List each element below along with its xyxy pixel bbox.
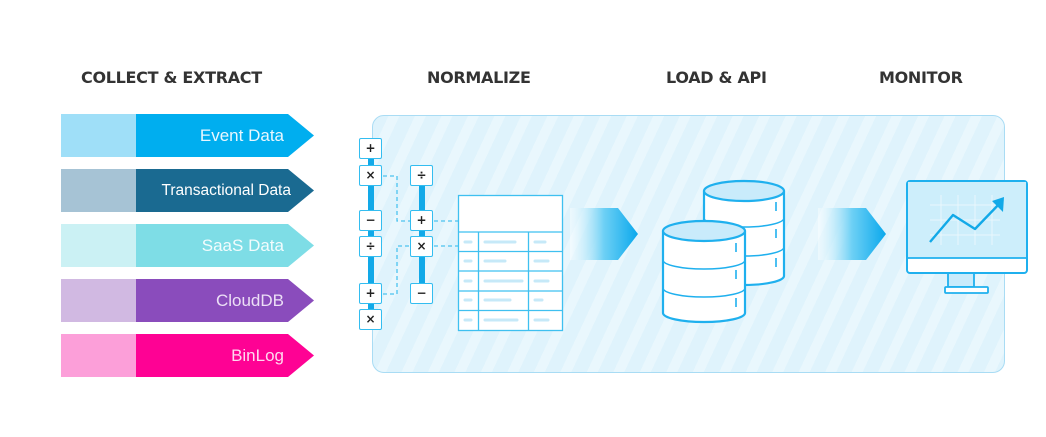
operator-minus: − <box>410 283 433 304</box>
tag-label: Transactional Data <box>161 182 291 199</box>
source-tag-binlog: BinLog <box>61 334 314 377</box>
flow-arrow-icon <box>818 208 886 260</box>
operator-plus: + <box>359 138 382 159</box>
tag-arrow: SaaS Data <box>136 224 314 267</box>
operator-bar-2 <box>419 175 425 293</box>
connector <box>383 245 410 295</box>
tag-arrow: Event Data <box>136 114 314 157</box>
table-icon <box>457 194 564 332</box>
source-tag-transactional-data: Transactional Data <box>61 169 314 212</box>
flow-arrow-icon <box>570 208 638 260</box>
tag-swatch <box>61 224 136 267</box>
operator-multiply: × <box>359 165 382 186</box>
tag-label: CloudDB <box>215 291 284 310</box>
source-tag-clouddb: CloudDB <box>61 279 314 322</box>
tag-swatch <box>61 334 136 377</box>
connector <box>383 175 410 222</box>
operator-multiply: × <box>359 309 382 330</box>
stage-title-normalize: NORMALIZE <box>427 68 531 87</box>
operator-plus: + <box>410 210 433 231</box>
tag-arrow: BinLog <box>136 334 314 377</box>
tag-arrow: CloudDB <box>136 279 314 322</box>
stage-title-load: LOAD & API <box>666 68 767 87</box>
dashed-connectors <box>383 175 458 295</box>
tag-label: Event Data <box>199 126 284 145</box>
stage-title-monitor: MONITOR <box>879 68 963 87</box>
operator-plus: + <box>359 283 382 304</box>
monitor-chart-icon <box>906 180 1028 294</box>
tag-swatch <box>61 169 136 212</box>
operator-minus: − <box>359 210 382 231</box>
tag-label: BinLog <box>231 346 284 365</box>
operator-multiply: × <box>410 236 433 257</box>
tag-swatch <box>61 279 136 322</box>
source-tag-saas-data: SaaS Data <box>61 224 314 267</box>
operator-divide: ÷ <box>359 236 382 257</box>
stage-title-collect: COLLECT & EXTRACT <box>81 68 262 87</box>
database-icon <box>661 219 747 324</box>
operator-divide: ÷ <box>410 165 433 186</box>
source-tag-event-data: Event Data <box>61 114 314 157</box>
tag-label: SaaS Data <box>201 236 284 255</box>
tag-arrow: Transactional Data <box>136 169 314 212</box>
tag-swatch <box>61 114 136 157</box>
operator-bar-1 <box>368 150 374 320</box>
